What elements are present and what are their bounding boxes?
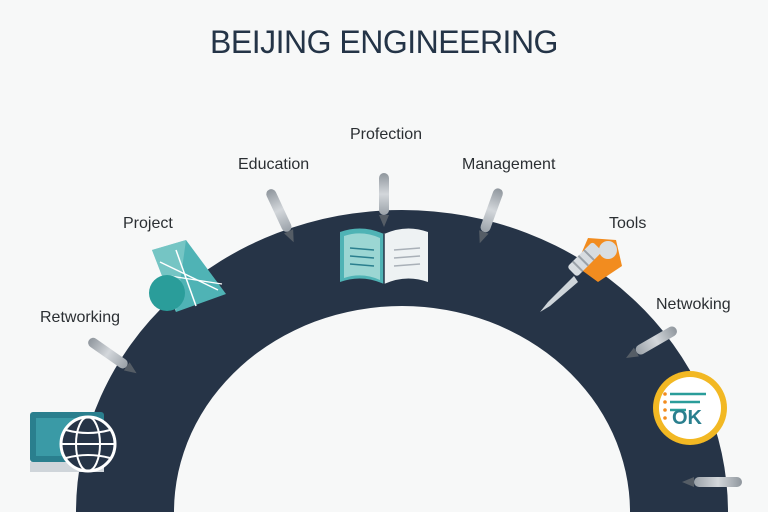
label-profection: Profection [350,126,423,143]
label-netwoking: Netwoking [656,296,731,313]
pen-marker-bottom-right [682,477,742,487]
open-book-icon [340,228,428,284]
pen-marker-left [88,337,137,374]
label-project: Project [123,215,173,232]
monitor-globe-icon [30,412,117,473]
label-management: Management [462,156,556,173]
kite-icon [149,240,226,312]
wrench-screwdriver-icon [540,238,622,312]
label-education: Education [238,156,310,173]
pen-marker-management [479,188,503,244]
pen-marker-netwoking [626,326,677,358]
label-tools: Tools [609,215,647,232]
pen-marker-education [266,189,294,243]
ok-badge-icon: OK [653,371,727,445]
pen-marker-profection [379,173,389,227]
label-reworking: Retworking [40,309,121,326]
page-title: BEIJING ENGINEERING [210,24,558,60]
badge-ok-text: OK [672,407,703,429]
